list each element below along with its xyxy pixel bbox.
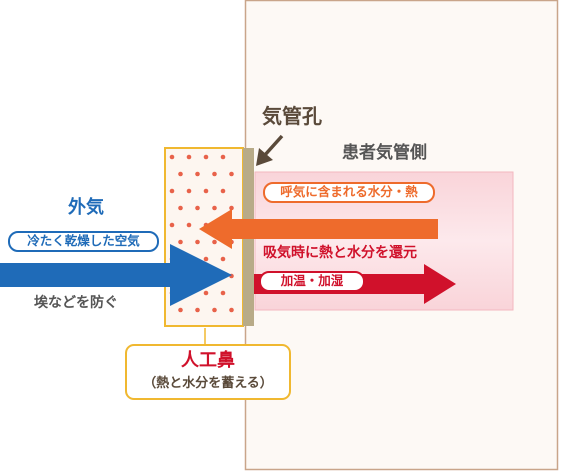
hme-dot bbox=[169, 188, 175, 194]
hme-dot bbox=[178, 171, 183, 177]
artificial-nose-subtitle: （熱と水分を蓄える） bbox=[143, 376, 273, 391]
hme-dot bbox=[220, 256, 226, 262]
hme-dot bbox=[195, 171, 200, 177]
hme-dot bbox=[203, 256, 209, 262]
hme-dot bbox=[220, 290, 226, 296]
hme-dot bbox=[212, 205, 217, 211]
hme-dot bbox=[195, 205, 200, 211]
patient-side-label: 患者気管側 bbox=[342, 143, 427, 163]
hme-dot bbox=[195, 307, 200, 313]
exhale-moisture-badge: 呼気に含まれる水分・熱 bbox=[263, 182, 435, 203]
prevent-dust-label: 埃などを防ぐ bbox=[34, 295, 118, 311]
hme-dot bbox=[186, 222, 192, 228]
inhale-return-label: 吸気時に熱と水分を還元 bbox=[263, 245, 417, 261]
cold-dry-air-badge: 冷たく乾燥した空気 bbox=[8, 231, 159, 252]
tracheal-hole-label: 気管孔 bbox=[262, 104, 322, 128]
hme-dot bbox=[212, 307, 217, 313]
outside-air-label: 外気 bbox=[68, 197, 104, 218]
hme-dot bbox=[195, 239, 200, 245]
outside-air-arrow-shaft bbox=[0, 263, 170, 287]
artificial-nose-box: 人工鼻 （熱と水分を蓄える） bbox=[125, 344, 291, 400]
artificial-nose-title: 人工鼻 bbox=[181, 350, 235, 371]
hme-dot bbox=[220, 154, 226, 160]
tracheal-hole-pointer bbox=[262, 134, 284, 158]
hme-dot bbox=[203, 188, 209, 194]
hme-dot bbox=[186, 188, 192, 194]
hme-dot bbox=[169, 154, 175, 160]
hme-dot bbox=[178, 205, 183, 211]
exhale-arrow-shaft bbox=[232, 219, 438, 239]
hme-dot bbox=[220, 188, 226, 194]
hme-dot bbox=[178, 239, 183, 245]
hme-dot bbox=[229, 205, 234, 211]
exhale-arrow-head bbox=[199, 209, 232, 249]
hme-dot bbox=[203, 154, 209, 160]
hme-dot bbox=[229, 307, 234, 313]
hme-dot bbox=[212, 171, 217, 177]
inhale-arrow-head bbox=[424, 264, 456, 304]
tracheal-hole-pointer-head bbox=[256, 148, 273, 166]
outside-air-arrow-head bbox=[170, 244, 232, 306]
hme-dot bbox=[212, 239, 217, 245]
hme-dot bbox=[169, 222, 175, 228]
hme-dot bbox=[229, 171, 234, 177]
warm-humid-badge: 加温・加湿 bbox=[259, 271, 365, 292]
hme-dot bbox=[186, 154, 192, 160]
hme-dot bbox=[178, 307, 183, 313]
hme-dot bbox=[203, 290, 209, 296]
